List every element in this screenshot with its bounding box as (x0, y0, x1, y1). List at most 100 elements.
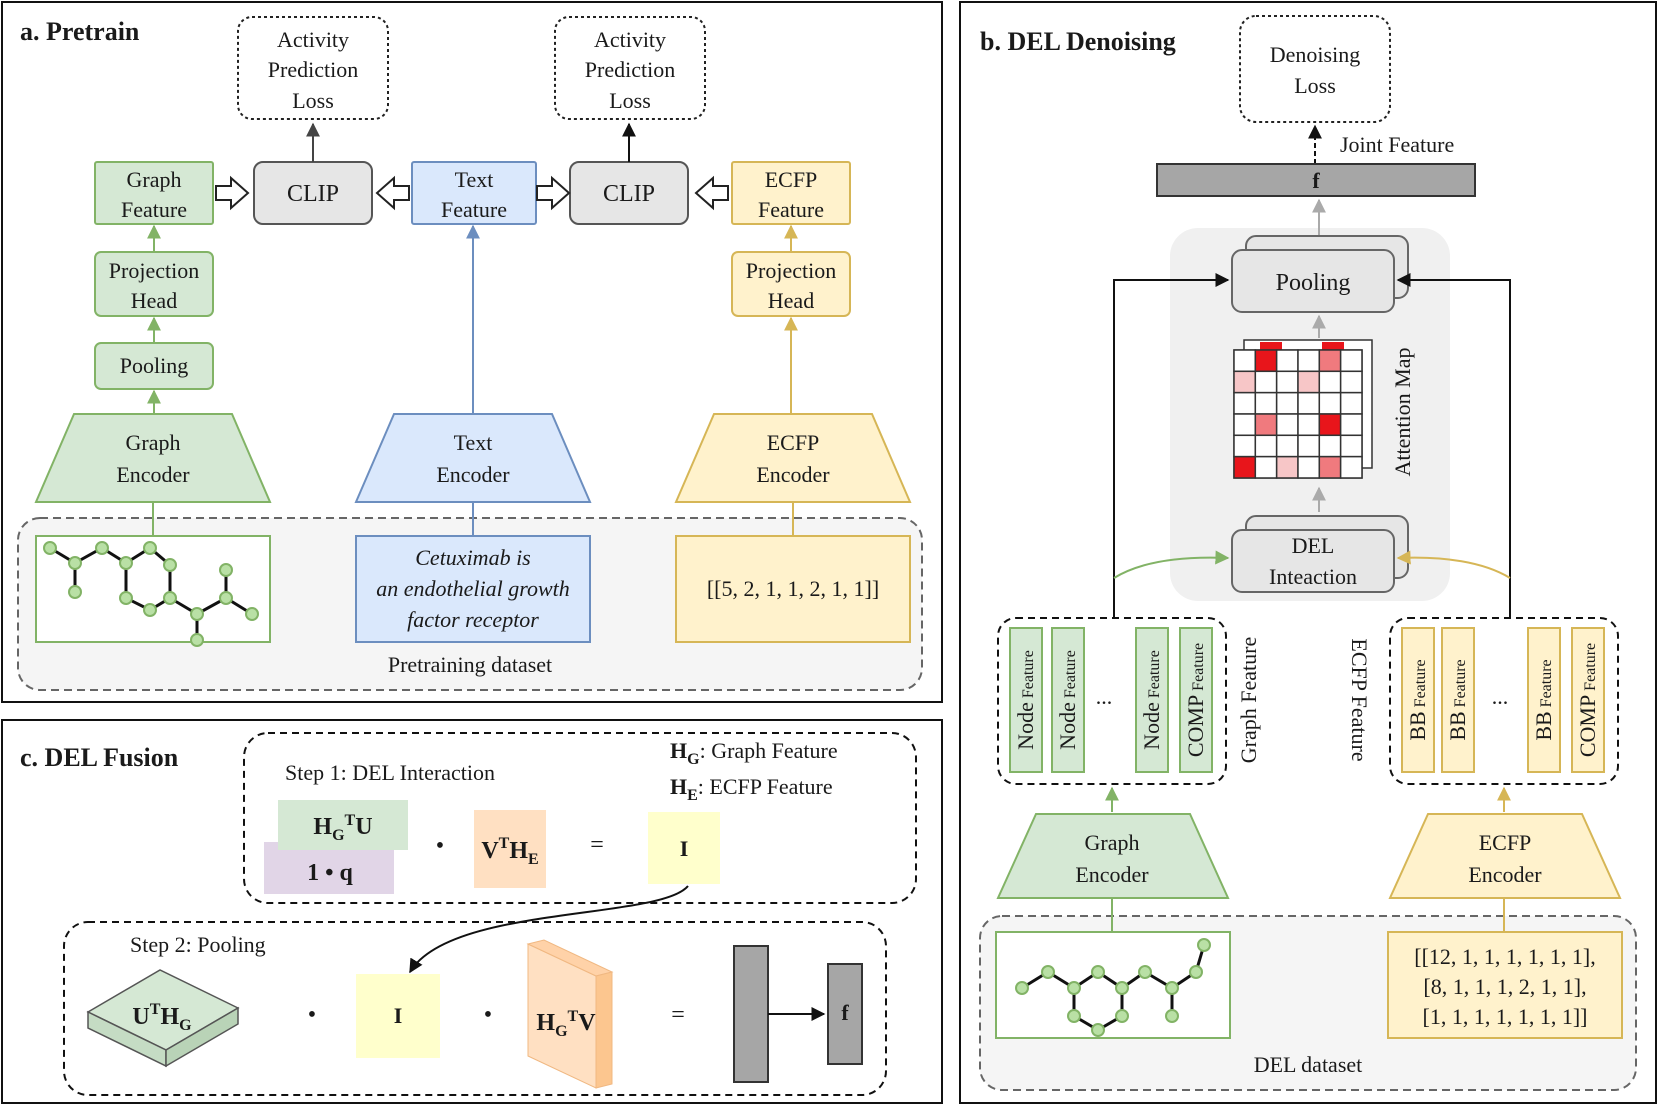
ecfp-encoder-b-line1: ECFP (1479, 830, 1532, 855)
text-encoder-line2: Encoder (436, 462, 510, 487)
joint-feature-bar (1156, 163, 1476, 197)
graph-encoder-a-line2: Encoder (116, 462, 190, 487)
ecfp-encoder-a-line1: ECFP (767, 430, 820, 455)
ecfp-feature-a-line2: Feature (758, 197, 824, 222)
ecfp-encoder-a-line2: Encoder (756, 462, 830, 487)
attention-cell (1254, 349, 1278, 373)
activity-loss-right-line1: Activity (594, 27, 666, 52)
denoising-loss-line1: Denoising (1270, 42, 1360, 67)
attention-cell (1233, 413, 1257, 437)
hgtu-block (278, 800, 408, 850)
ecfp-sample-box (675, 535, 911, 643)
graph-encoder-a-line1: Graph (126, 430, 181, 455)
he-legend: HE: ECFP Feature (670, 774, 833, 804)
text-feature-line2: Feature (441, 197, 507, 222)
activity-loss-left-line2: Prediction (268, 57, 358, 82)
attention-cell (1297, 370, 1321, 394)
activity-loss-left-line1: Activity (277, 27, 349, 52)
graph-encoder-b-line2: Encoder (1075, 862, 1149, 887)
attention-cell (1275, 455, 1299, 479)
hollow-arrow-ecfp-to-clip (694, 175, 729, 211)
svg-text:BBFeature: BBFeature (1531, 659, 1556, 740)
dot-3: • (484, 1002, 492, 1028)
node-feature-bar: NodeFeature (1051, 627, 1085, 773)
ecfp-feature-a-line1: ECFP (765, 167, 818, 192)
attention-map-label: Attention Map (1390, 348, 1415, 477)
attention-cell (1339, 455, 1363, 479)
curved-arrow-i (409, 885, 689, 974)
ecfp-encoder-b-line2: Encoder (1468, 862, 1542, 887)
activity-loss-right-line2: Prediction (585, 57, 675, 82)
step2-region (63, 921, 887, 1096)
svg-text:BBFeature: BBFeature (1445, 659, 1470, 740)
attention-cell (1297, 455, 1321, 479)
projection-head-left-line1: Projection (109, 258, 199, 283)
attention-cell (1275, 413, 1299, 437)
node-feature-bar: NodeFeature (1135, 627, 1169, 773)
attention-cell (1297, 391, 1321, 415)
clip-left-label: CLIP (287, 181, 339, 207)
svg-text:NodeFeature: NodeFeature (1055, 650, 1080, 750)
del-molecule-atoms (1015, 938, 1211, 1037)
equals-2: = (671, 1002, 685, 1028)
attention-cell (1254, 391, 1278, 415)
text-sample-line-1: Cetuximab is (415, 545, 531, 570)
text-sample-line-3: factor receptor (407, 607, 539, 632)
clip-right-label: CLIP (603, 181, 655, 207)
projection-head-right-line1: Projection (746, 258, 836, 283)
hollow-arrow-text-to-clip-left (375, 175, 410, 211)
ecfp-feature-label-b: ECFP Feature (1347, 638, 1372, 761)
vthe-block (474, 810, 546, 888)
hollow-arrow-text-to-clip-right (536, 175, 571, 211)
comp-feature-bar-ecfp: COMPFeature (1571, 627, 1605, 773)
bb-feature-bar: BBFeature (1401, 627, 1435, 773)
attention-cell (1318, 370, 1342, 394)
i-block-step1 (648, 812, 720, 884)
attention-cell (1318, 434, 1342, 458)
ecfp-feature-a (731, 161, 851, 225)
uthg-slab (86, 969, 240, 1068)
attention-cell (1318, 413, 1342, 437)
attention-cell (1233, 349, 1257, 373)
del-interaction-b (1231, 529, 1395, 593)
graph-encoder-b-line1: Graph (1085, 830, 1140, 855)
attention-cell (1297, 434, 1321, 458)
ecfp-sample-text: [[5, 2, 1, 1, 2, 1, 1]] (707, 576, 879, 601)
projection-head-right-line2: Head (768, 288, 814, 313)
node-feature-bar: NodeFeature (1009, 627, 1043, 773)
activity-loss-left-line3: Loss (292, 88, 334, 113)
dot-1: • (436, 833, 444, 859)
attention-cell (1297, 413, 1321, 437)
hg-legend: HG: Graph Feature (670, 738, 838, 768)
one-q-label: 1 • q (307, 860, 353, 886)
svg-text:COMPFeature: COMPFeature (1575, 643, 1600, 757)
joint-feature-label: Joint Feature (1340, 132, 1454, 157)
equals-1: = (590, 832, 604, 858)
one-q-block (264, 842, 394, 894)
svg-text:NodeFeature: NodeFeature (1139, 650, 1164, 750)
attention-cell (1233, 434, 1257, 458)
molecule-graph-atoms (43, 541, 259, 647)
attention-cell (1233, 455, 1257, 479)
i-label-step1: I (680, 836, 689, 861)
attention-cell (1339, 391, 1363, 415)
ecfp-feature-ellipsis: ... (1492, 684, 1509, 709)
denoising-loss (1239, 15, 1391, 123)
graph-encoder-a (34, 413, 272, 503)
attention-cell (1233, 391, 1257, 415)
hgtv-slab (526, 939, 614, 1089)
del-dataset-label: DEL dataset (1254, 1052, 1363, 1077)
attention-cell (1254, 413, 1278, 437)
i-block-step2 (356, 974, 440, 1058)
svg-text:NodeFeature: NodeFeature (1013, 650, 1038, 750)
panel-a-title: a. Pretrain (20, 17, 140, 46)
attention-cell (1275, 349, 1299, 373)
panel-a: a. Pretrain Pretraining dataset Cetuxima… (1, 1, 943, 703)
attention-cell (1254, 455, 1278, 479)
panel-c-title: c. DEL Fusion (20, 743, 179, 772)
hollow-arrow-graph-to-clip (215, 175, 250, 211)
pooling-a-label: Pooling (120, 353, 188, 378)
attention-cell (1233, 370, 1257, 394)
step1-region (243, 732, 917, 904)
